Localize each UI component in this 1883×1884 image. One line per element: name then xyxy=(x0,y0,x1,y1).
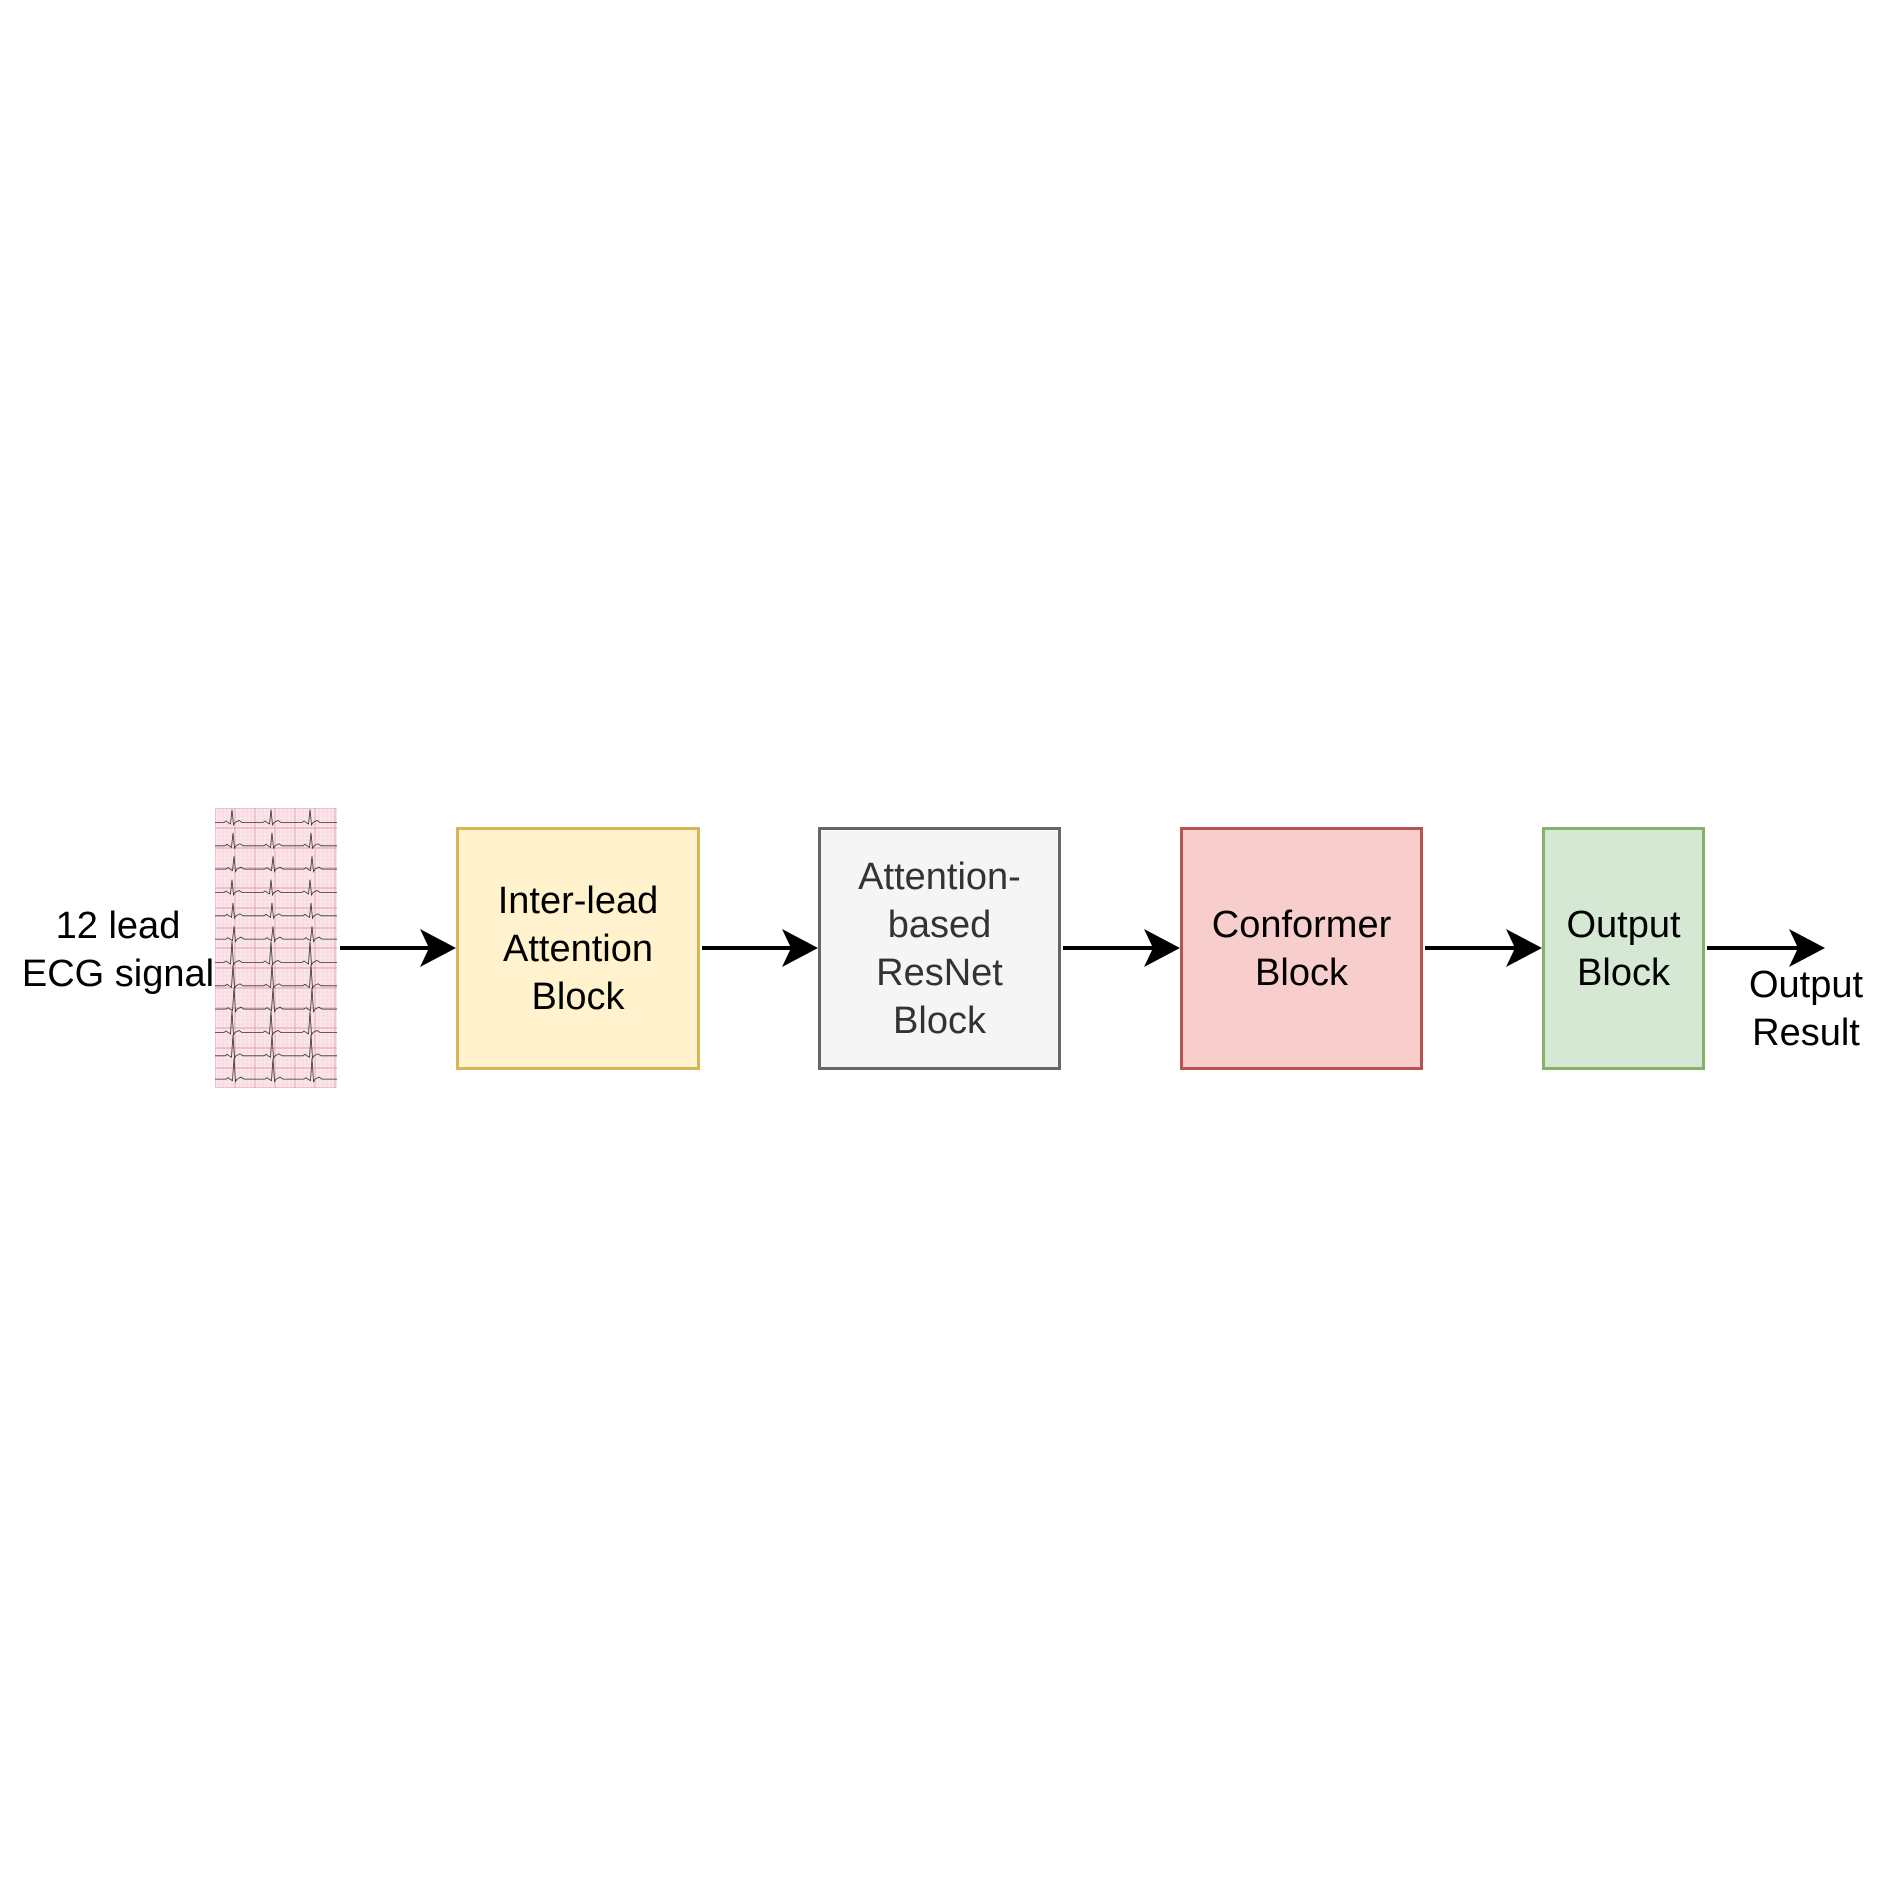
ecg-signal-image xyxy=(215,808,337,1088)
output-block-label: Output Block xyxy=(1566,903,1681,994)
attention-resnet-block: Attention- based ResNet Block xyxy=(818,827,1061,1070)
output-block: Output Block xyxy=(1542,827,1705,1070)
inter-lead-attention-block-label: Inter-lead Attention Block xyxy=(497,879,659,1018)
arrow-inter-lead-to-resnet xyxy=(702,929,818,967)
attention-resnet-block-label: Attention- based ResNet Block xyxy=(858,855,1021,1042)
output-result-label: Output Result xyxy=(1748,964,1864,1054)
input-label: 12 lead ECG signal xyxy=(21,905,215,995)
arrow-resnet-to-conformer xyxy=(1063,929,1180,967)
conformer-block-label: Conformer Block xyxy=(1211,903,1392,994)
arrow-input-to-inter-lead xyxy=(340,929,456,967)
conformer-block: Conformer Block xyxy=(1180,827,1423,1070)
inter-lead-attention-block: Inter-lead Attention Block xyxy=(456,827,700,1070)
arrow-conformer-to-output xyxy=(1425,929,1542,967)
